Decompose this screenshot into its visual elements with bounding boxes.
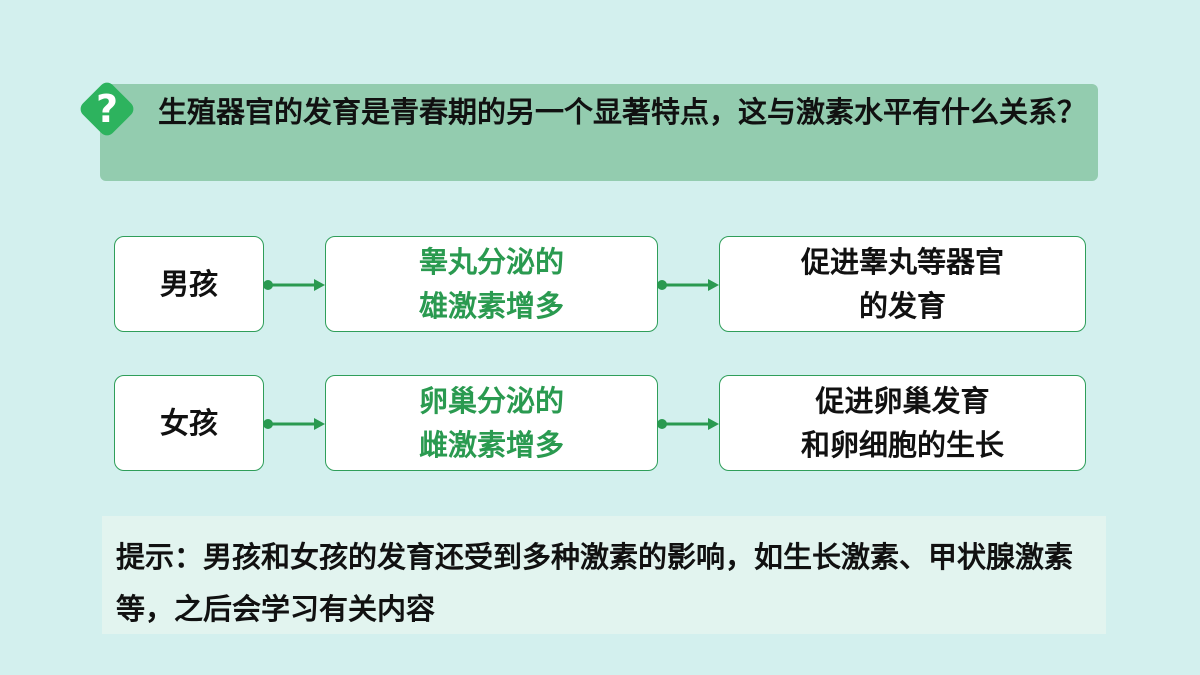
male-hormone-box: 睾丸分泌的 雄激素增多 [325, 236, 658, 332]
arrow-icon [657, 279, 719, 291]
male-effect-line-1: 促进睾丸等器官 [800, 245, 1004, 279]
question-mark-icon: ? [80, 82, 134, 136]
girl-box: 女孩 [114, 375, 264, 471]
male-hormone-line-2: 雄激素增多 [418, 289, 564, 323]
female-effect-line-2: 和卵细胞的生长 [800, 428, 1004, 462]
question-panel [100, 84, 1098, 181]
male-effect-line-2: 的发育 [858, 289, 946, 323]
boy-label: 男孩 [159, 267, 218, 301]
girl-label: 女孩 [159, 406, 218, 440]
hint-text: 提示：男孩和女孩的发育还受到多种激素的影响，如生长激素、甲状腺激素等，之后会学习… [116, 540, 1074, 626]
female-hormone-box: 卵巢分泌的 雌激素增多 [325, 375, 658, 471]
female-effect-line-1: 促进卵巢发育 [815, 384, 990, 418]
female-hormone-line-2: 雌激素增多 [418, 428, 564, 462]
male-hormone-line-1: 睾丸分泌的 [418, 245, 564, 279]
arrow-icon [263, 279, 325, 291]
female-hormone-line-1: 卵巢分泌的 [418, 384, 564, 418]
boy-box: 男孩 [114, 236, 264, 332]
svg-text:?: ? [96, 87, 118, 131]
male-effect-box: 促进睾丸等器官 的发育 [719, 236, 1086, 332]
question-text: 生殖器官的发育是青春期的另一个显著特点，这与激素水平有什么关系？ [158, 95, 1087, 129]
hint-panel [102, 516, 1106, 634]
arrow-icon [263, 418, 325, 430]
arrow-icon [657, 418, 719, 430]
female-effect-box: 促进卵巢发育 和卵细胞的生长 [719, 375, 1086, 471]
